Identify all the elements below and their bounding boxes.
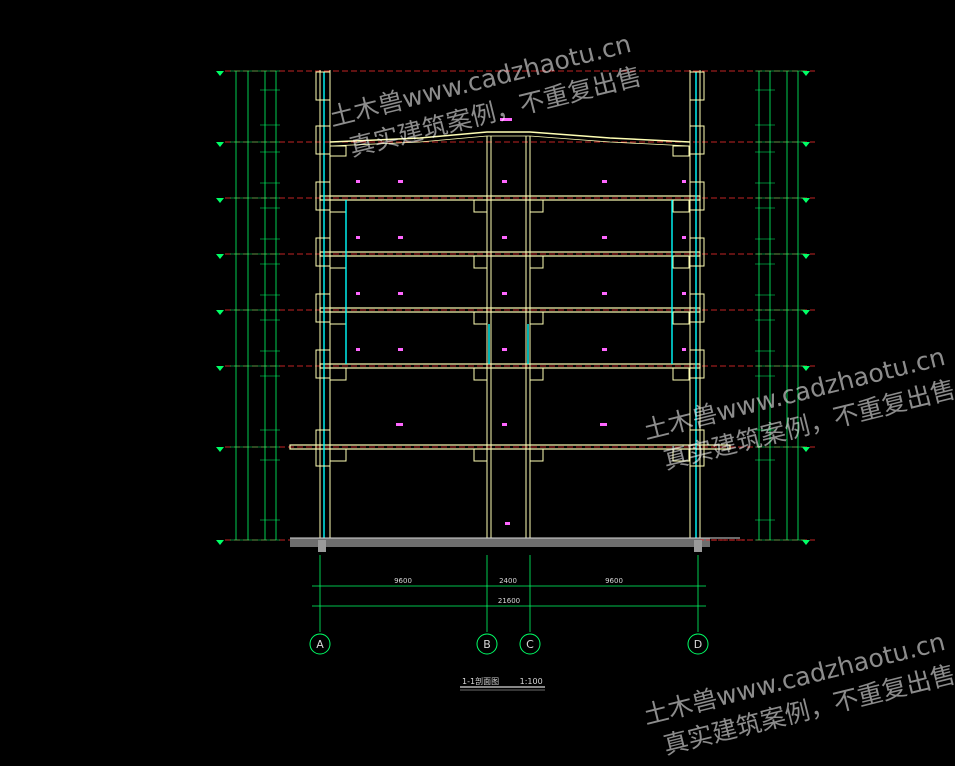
axis-label-d: D: [694, 638, 702, 651]
dimension-labels: 9600 2400 9600 21600: [394, 577, 623, 605]
axis-label-c: C: [526, 638, 534, 651]
span-a-b: 9600: [394, 577, 412, 585]
section-name: 1-1剖面图: [462, 677, 500, 686]
drawing-title: 1-1剖面图 1:100: [462, 676, 561, 687]
section-drawing: 9600 2400 9600 21600 A B C D: [216, 70, 815, 691]
right-dimension-chains: [755, 70, 810, 545]
left-dimension-chains: [216, 70, 280, 545]
span-b-c: 2400: [499, 577, 517, 585]
building-section: [289, 70, 745, 552]
total-span: 21600: [498, 597, 520, 605]
level-lines: [225, 70, 815, 541]
axis-label-a: A: [316, 638, 324, 651]
span-c-d: 9600: [605, 577, 623, 585]
bottom-dimensions: [312, 555, 706, 632]
axis-bubbles: [309, 633, 709, 655]
drawing-scale: 1:100: [519, 677, 543, 686]
axis-label-b: B: [483, 638, 491, 651]
